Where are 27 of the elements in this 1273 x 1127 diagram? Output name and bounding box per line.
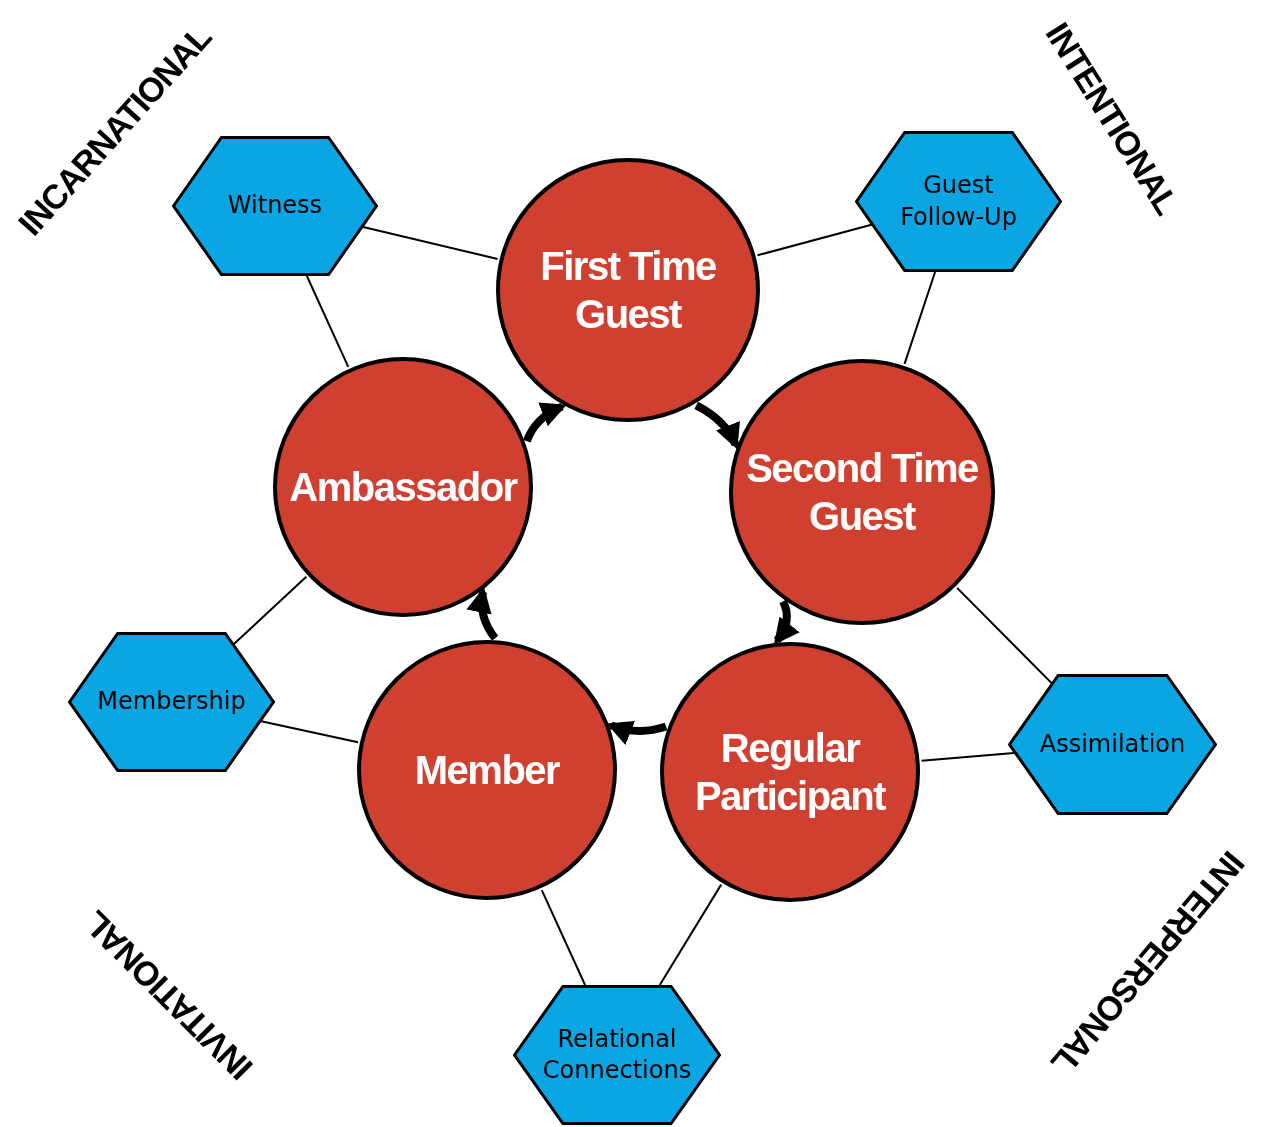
connector-line bbox=[756, 223, 873, 257]
node-label: Ambassador bbox=[288, 464, 519, 511]
connector-line bbox=[658, 883, 723, 986]
connector-line bbox=[362, 226, 499, 260]
node-label: Witness bbox=[226, 190, 324, 222]
node-label: Second Time Guest bbox=[745, 445, 979, 540]
node-label: Membership bbox=[96, 686, 247, 718]
curved-arrow bbox=[467, 586, 499, 641]
hexagon bbox=[513, 985, 721, 1125]
node-label: Member bbox=[413, 747, 561, 794]
connector-line bbox=[903, 271, 937, 365]
hexagon bbox=[1008, 674, 1217, 815]
connector-line bbox=[260, 720, 359, 744]
curved-arrow bbox=[523, 402, 567, 443]
node-label: Assimilation bbox=[1038, 728, 1187, 760]
connector-line bbox=[232, 575, 308, 646]
curved-arrow bbox=[773, 599, 800, 645]
node-label: First Time Guest bbox=[539, 243, 717, 338]
hexagon bbox=[68, 632, 275, 772]
node-label: Guest Follow-Up bbox=[899, 170, 1018, 233]
curved-arrow bbox=[694, 401, 740, 450]
connector-line bbox=[920, 751, 1015, 762]
node-label: Relational Connections bbox=[541, 1023, 693, 1086]
connector-line bbox=[956, 586, 1053, 685]
connector-line bbox=[540, 889, 587, 986]
connector-line bbox=[305, 275, 350, 368]
node-label: Regular Participant bbox=[693, 725, 887, 820]
